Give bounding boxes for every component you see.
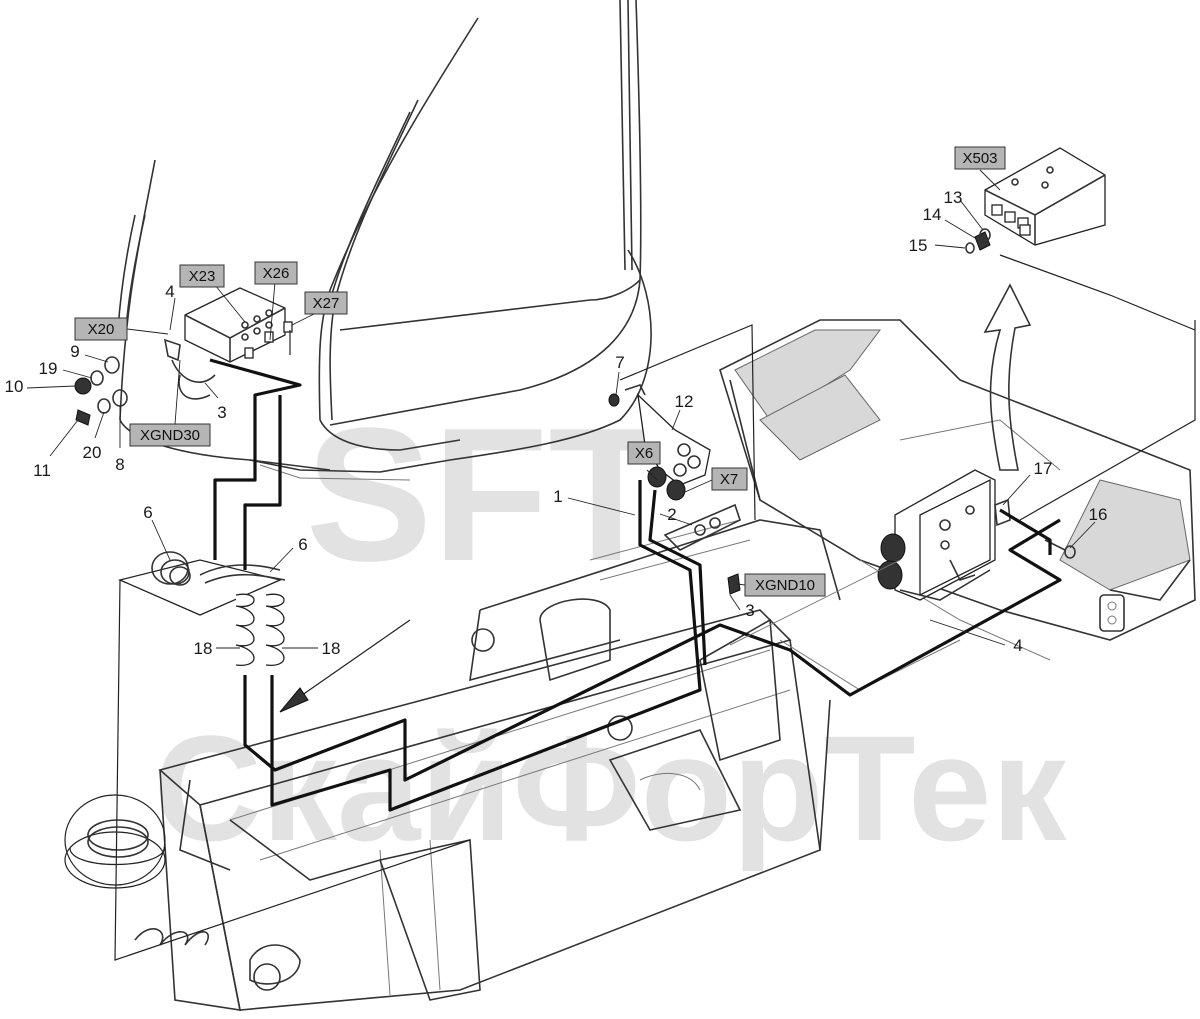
callout-8: 8 xyxy=(115,455,124,474)
x23-connector-block xyxy=(184,287,293,363)
tag-x6-label: X6 xyxy=(635,445,653,462)
callout-19: 19 xyxy=(39,359,58,378)
callout-6-left: 6 xyxy=(143,503,152,522)
tag-x23: X23 xyxy=(179,264,225,288)
callout-16: 16 xyxy=(1089,505,1108,524)
bolt-16 xyxy=(965,228,1076,559)
callout-6-right: 6 xyxy=(298,535,307,554)
callout-18-left: 18 xyxy=(194,639,213,658)
slewing-ring xyxy=(64,794,209,946)
callout-4: 4 xyxy=(165,282,174,301)
callout-4-right: 4 xyxy=(1013,636,1022,655)
tag-xgnd30: XGND30 xyxy=(129,423,211,447)
tag-x503: X503 xyxy=(954,146,1006,170)
tag-x27: X27 xyxy=(304,291,348,315)
watermark: SFT СкайФорТек xyxy=(154,389,1068,872)
tag-x26: X26 xyxy=(254,261,298,285)
callout-7: 7 xyxy=(615,353,624,372)
tag-xgnd10: XGND10 xyxy=(744,573,826,597)
assembly-arrow xyxy=(279,619,411,713)
callout-3: 3 xyxy=(217,403,226,422)
tag-xgnd30-label: XGND30 xyxy=(140,427,200,444)
tag-x26-label: X26 xyxy=(263,265,290,282)
harness-cables xyxy=(209,358,1062,812)
crane-frame xyxy=(158,519,841,1011)
watermark-top: SFT xyxy=(306,389,665,601)
tag-x27-label: X27 xyxy=(313,295,340,312)
callout-15: 15 xyxy=(909,236,928,255)
callout-12: 12 xyxy=(675,392,694,411)
left-fasteners xyxy=(74,338,216,426)
cab-outline xyxy=(117,0,652,481)
tag-xgnd10-label: XGND10 xyxy=(755,577,815,594)
callout-18-right: 18 xyxy=(322,639,341,658)
routing-lines xyxy=(114,254,1196,961)
callout-20: 20 xyxy=(83,443,102,462)
tag-x7: X7 xyxy=(711,467,748,491)
cable-clamps xyxy=(117,551,286,666)
leader-lines xyxy=(26,169,1096,649)
callout-9: 9 xyxy=(70,342,79,361)
x503-module xyxy=(984,147,1106,246)
tag-x20: X20 xyxy=(74,317,128,341)
callout-1: 1 xyxy=(553,487,562,506)
watermark-bottom: СкайФорТек xyxy=(154,704,1068,872)
tag-x23-label: X23 xyxy=(189,268,216,285)
callout-17: 17 xyxy=(1034,459,1053,478)
callout-2: 2 xyxy=(667,505,676,524)
tag-x7-label: X7 xyxy=(720,471,738,488)
callout-10: 10 xyxy=(5,377,24,396)
tag-x6: X6 xyxy=(627,441,661,465)
callout-13: 13 xyxy=(944,188,963,207)
tag-x503-label: X503 xyxy=(962,150,997,167)
callout-14: 14 xyxy=(923,205,942,224)
callout-numbers: 4 9 19 10 3 11 20 8 6 6 18 18 7 12 1 2 3… xyxy=(5,188,1108,658)
control-unit xyxy=(877,469,996,601)
callout-3-center: 3 xyxy=(745,601,754,620)
direction-arrow xyxy=(983,283,1032,471)
callout-11: 11 xyxy=(33,461,51,480)
tag-x20-label: X20 xyxy=(88,321,115,338)
